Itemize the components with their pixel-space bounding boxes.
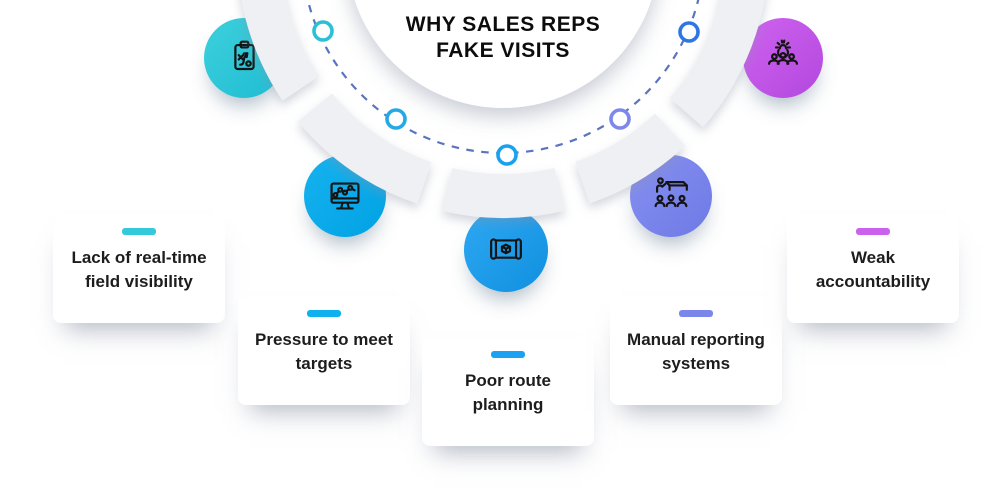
reason-1-icon-circle xyxy=(204,18,284,98)
reason-3-card: Poor route planning xyxy=(422,338,594,446)
reason-1-label-line-1: Lack of real-time xyxy=(71,248,207,267)
reason-5-label-line-1: Weak xyxy=(850,248,896,267)
reason-2-card: Pressure to meet targets xyxy=(238,297,410,405)
strategy-clipboard-icon xyxy=(234,40,255,71)
title-line-1: WHY SALES REPS xyxy=(405,13,601,36)
reason-3-label-line-2: planning xyxy=(472,395,544,414)
reason-2-label-line-1: Pressure to meet xyxy=(255,330,393,349)
infographic-title: WHY SALES REPS FAKE VISITS xyxy=(353,12,653,64)
reason-2-label: Pressure to meet targets xyxy=(255,328,393,376)
reason-4-label-line-2: systems xyxy=(661,354,731,373)
analytics-monitor-icon xyxy=(330,182,360,210)
accent-bar xyxy=(307,310,341,317)
accent-bar xyxy=(122,228,156,235)
accent-bar xyxy=(856,228,890,235)
reason-3-icon-circle xyxy=(464,208,548,292)
reason-2-label-line-2: targets xyxy=(295,354,353,373)
accent-bar xyxy=(679,310,713,317)
reason-1-label-line-2: field visibility xyxy=(85,272,193,291)
title-line-2: FAKE VISITS xyxy=(436,39,570,62)
reason-1-card: Lack of real-time field visibility xyxy=(53,215,225,323)
accent-bar xyxy=(491,351,525,358)
reason-5-card: Weak accountability xyxy=(787,215,959,323)
presentation-board-icon xyxy=(654,177,688,208)
reason-5-label: Weak accountability xyxy=(816,246,930,294)
route-map-icon xyxy=(490,238,522,260)
reason-3-label: Poor route planning xyxy=(465,369,551,417)
reason-1-label: Lack of real-time field visibility xyxy=(71,246,206,294)
team-gear-icon xyxy=(768,39,798,65)
reason-5-label-line-2: accountability xyxy=(815,272,931,291)
reason-4-card: Manual reporting systems xyxy=(610,297,782,405)
reason-3-label-line-1: Poor route xyxy=(465,371,551,390)
reason-5-icon-circle xyxy=(743,18,823,98)
reason-4-label: Manual reporting systems xyxy=(627,328,765,376)
reason-2-icon-circle xyxy=(304,155,386,237)
reason-4-icon-circle xyxy=(630,155,712,237)
reason-4-label-line-1: Manual reporting xyxy=(627,330,765,349)
